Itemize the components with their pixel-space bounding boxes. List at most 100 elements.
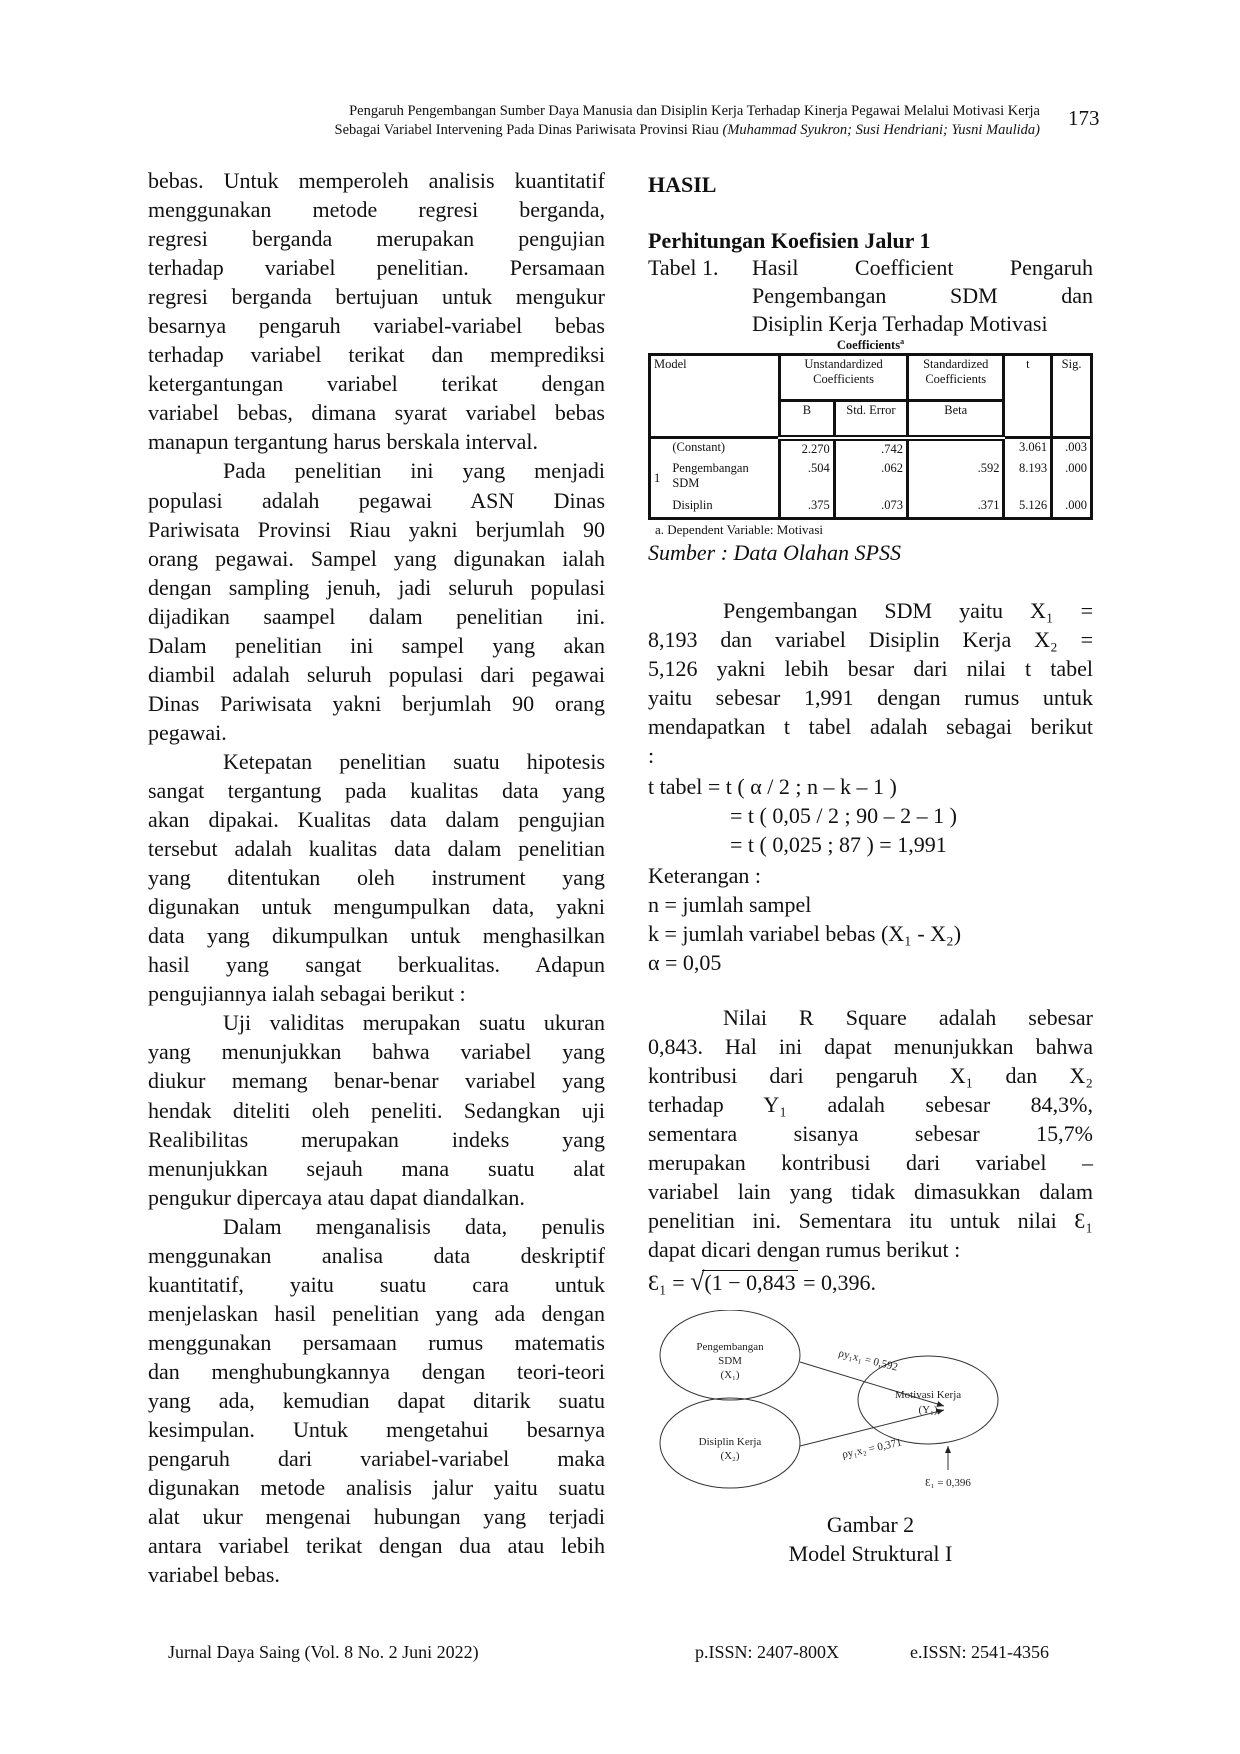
paragraph-line: diukur memang benar-benar variabel yang — [148, 1068, 605, 1094]
paragraph-line: Nilai R Square adalah sebesar — [723, 1005, 1093, 1030]
paragraph-line: penelitian ini. Sementara itu untuk nila… — [648, 1208, 1093, 1234]
header-model: Model — [647, 353, 782, 439]
paragraph-line: hendak diteliti oleh peneliti. Sedangkan… — [148, 1097, 605, 1123]
paragraph-line: sangat tergantung pada kualitas data yan… — [148, 777, 605, 803]
paragraph-line: Dalam menganalisis data, penulis — [223, 1213, 605, 1239]
paragraph-line: pegawai. — [148, 719, 227, 745]
paragraph-line: Pengembangan SDM yaitu X₁ = — [723, 598, 1093, 623]
cell-sig: .003 — [1050, 437, 1093, 460]
path-arrow-2 — [799, 1408, 945, 1447]
coefficients-table: Model Unstandardized Coefficients Standa… — [647, 353, 1093, 520]
paragraph-line: sementara sisanya sebesar 15,7% — [648, 1121, 1093, 1147]
cell-t: 8.193 — [1002, 459, 1054, 497]
paragraph-line: pengukur dipercaya atau dapat diandalkan… — [148, 1184, 525, 1210]
paragraph-line: mendapatkan t tabel adalah sebagai berik… — [648, 714, 1093, 740]
left-column-text: bebas. Untuk memperoleh analisis kuantit… — [148, 166, 605, 1589]
paragraph-line: menggunakan metode regresi berganda, — [148, 197, 605, 223]
cell-t: 3.061 — [1002, 437, 1054, 460]
paragraph-line: bebas. Untuk memperoleh analisis kuantit… — [148, 168, 605, 193]
figure-number: Gambar 2 — [826, 1512, 915, 1537]
table-source: Sumber : Data Olahan SPSS — [648, 540, 901, 565]
paragraph-line: Pariwisata Provinsi Riau yakni berjumlah… — [148, 516, 605, 542]
header-title-line1: Pengaruh Pengembangan Sumber Daya Manusi… — [349, 103, 1040, 119]
paragraph-line: terhadap Y₁ adalah sebesar 84,3%, — [648, 1092, 1093, 1118]
x1-label: SDM — [718, 1355, 742, 1367]
cell-t: 5.126 — [1002, 496, 1054, 520]
header-sig: Sig. — [1050, 353, 1093, 439]
paragraph-line: orang pegawai. Sampel yang digunakan ial… — [148, 545, 605, 571]
x1-label: Pengembangan — [696, 1341, 764, 1353]
section-heading: HASIL — [648, 172, 717, 197]
paragraph-line: kontribusi dari pengaruh X₁ dan X₂ — [648, 1063, 1093, 1089]
figure-title: Model Struktural I — [788, 1541, 953, 1566]
note-line: k = jumlah variabel bebas (X₁ - X₂) — [648, 921, 962, 947]
print-issn: p.ISSN: 2407-800X — [695, 1642, 840, 1662]
cell-sig: .000 — [1050, 496, 1093, 520]
error-label: Ɛ₁ = 0,396 — [925, 1477, 971, 1489]
paragraph-line: yang menunjukkan bahwa variabel yang — [148, 1039, 605, 1065]
cell-b: .375 — [778, 496, 836, 520]
paragraph-line: regresi berganda bertujuan untuk menguku… — [148, 284, 605, 310]
cell-b: .504 — [778, 459, 836, 497]
cell-se: .073 — [832, 496, 910, 520]
paragraph-line: Pada penelitian ini yang menjadi — [223, 458, 605, 484]
figure-caption: Gambar 2 Model Struktural I — [648, 1510, 1093, 1568]
header-unstandardized: Unstandardized Coefficients — [778, 353, 910, 402]
paragraph-line: data yang dikumpulkan untuk menghasilkan — [148, 923, 605, 949]
paragraph-line: dapat dicari dengan rumus berikut : — [648, 1237, 961, 1263]
sqrt-symbol: √ — [690, 1267, 705, 1296]
path-arrow-1 — [799, 1361, 945, 1407]
path1-label: ρy₁x₁ = 0,592 — [837, 1347, 899, 1373]
header-b: B — [778, 399, 836, 441]
cell-beta: .592 — [906, 459, 1006, 497]
cell-beta: .371 — [906, 496, 1006, 520]
paragraph-line: antara variabel terikat dengan dua atau … — [148, 1533, 605, 1559]
epsilon-result: = 0,396. — [797, 1270, 877, 1295]
caption-line: Pengembangan SDM dan — [752, 283, 1093, 308]
paragraph-line: yang ditentukan oleh instrument yang — [148, 865, 605, 891]
paragraph-line: yaitu sebesar 1,991 dengan rumus untuk — [648, 685, 1093, 711]
paragraph-line: Dalam penelitian ini sampel yang akan — [148, 632, 605, 658]
node-y1 — [857, 1355, 999, 1445]
paragraph-line: menggunakan analisa data deskriptif — [148, 1242, 605, 1268]
paragraph: Dalam menganalisis data, penulis mengguna… — [148, 1212, 605, 1590]
paragraph-line: kesimpulan. Untuk mengetahui besarnya — [148, 1417, 605, 1443]
paragraph-line: yang ada, kemudian dapat ditarik suatu — [148, 1387, 605, 1413]
header-t: t — [1002, 353, 1054, 439]
paragraph-line: 8,193 dan variabel Disiplin Kerja X₂ = — [648, 627, 1093, 653]
table-footnote: a. Dependent Variable: Motivasi — [655, 522, 823, 537]
paragraph-line: 0,843. Hal ini dapat menunjukkan bahwa — [648, 1034, 1093, 1060]
paragraph-line: tersebut adalah kualitas data dalam pene… — [148, 836, 605, 862]
table-title: Coefficientsa — [648, 337, 1093, 352]
paragraph-line: dan menghubungkannya dengan teori-teori — [148, 1358, 605, 1384]
row-name: Disiplin — [669, 496, 782, 520]
caption-line: Disiplin Kerja Terhadap Motivasi — [752, 311, 1048, 336]
paragraph-line: dengan sampling jenuh, jadi seluruh popu… — [148, 574, 605, 600]
paragraph-line: manapun tergantung harus berskala interv… — [148, 429, 538, 455]
paragraph-line: Uji validitas merupakan suatu ukuran — [223, 1010, 605, 1036]
path2-label: ρy₁x₂ = 0,371 — [841, 1437, 903, 1461]
x1-label: (X₁) — [720, 1369, 739, 1381]
epsilon-formula: Ɛ₁ = √(1 − 0,843 = 0,396. — [648, 1268, 1093, 1298]
paragraph-line: terhadap variabel penelitian. Persamaan — [148, 255, 605, 281]
t-table-formula: t tabel = t ( α / 2 ; n – k – 1 ) = t ( … — [648, 772, 1093, 859]
table-row: Disiplin .375 .073 .371 5.126 .000 — [650, 496, 1093, 520]
y1-label: (Y₁) — [918, 1404, 937, 1416]
table-caption-label: Tabel 1. — [648, 255, 719, 280]
paragraph-line: Realibilitas merupakan indeks yang — [148, 1126, 605, 1152]
paragraph-line: variabel bebas, dimana syarat variabel b… — [148, 400, 605, 426]
table-title-text: Coefficients — [836, 338, 901, 352]
paragraph-line: digunakan untuk mengumpulkan data, yakni — [148, 894, 605, 920]
paragraph-line: besarnya pengaruh variabel-variabel beba… — [148, 313, 605, 339]
paragraph-line: 5,126 yakni lebih besar dari nilai t tab… — [648, 656, 1093, 682]
cell-se: .062 — [832, 459, 910, 497]
row-name: Pengembangan SDM — [669, 459, 782, 497]
paragraph-line: menggunakan persamaan rumus matematis — [148, 1329, 605, 1355]
note-line: Keterangan : — [648, 863, 761, 888]
cell-se: .742 — [832, 437, 910, 460]
journal-info: Jurnal Daya Saing (Vol. 8 No. 2 Juni 202… — [168, 1642, 479, 1662]
